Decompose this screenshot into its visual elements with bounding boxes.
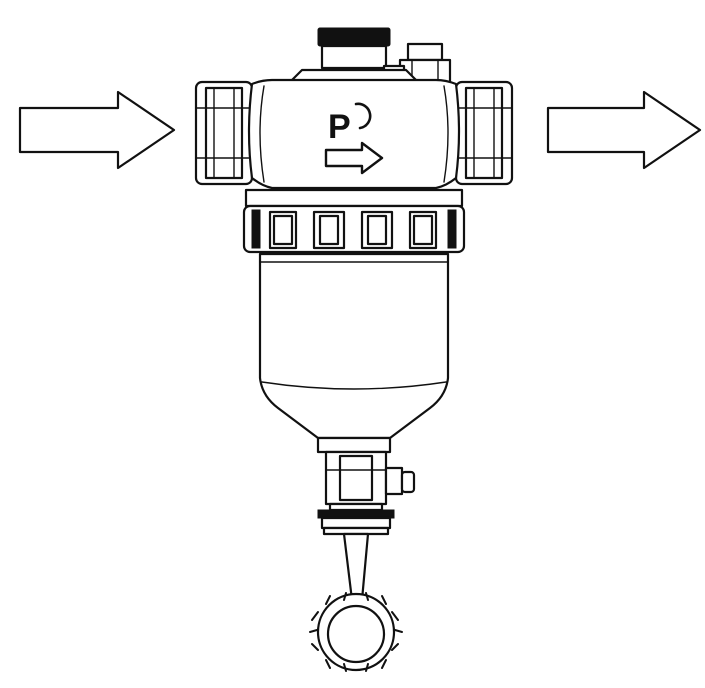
- brand-logo-letter: P: [328, 108, 351, 146]
- filter-bowl: [258, 252, 450, 440]
- drain-handle-stem: [342, 532, 370, 602]
- inlet-fitting: [194, 80, 254, 186]
- drain-handle-knob-icon: [309, 592, 403, 672]
- bowl-neck: [316, 436, 392, 454]
- flow-arrow-icon: [324, 141, 384, 175]
- brand-logo: P: [328, 102, 372, 146]
- inlet-arrow-icon: [18, 90, 176, 170]
- filter-head: [247, 78, 461, 190]
- outlet-arrow-icon: [546, 90, 702, 170]
- drain-valve: [324, 450, 416, 512]
- collar-ring: [244, 188, 464, 208]
- locking-nut: [242, 204, 466, 254]
- outlet-fitting: [454, 80, 514, 186]
- drain-fitting: [317, 509, 395, 536]
- top-cap: [317, 27, 391, 70]
